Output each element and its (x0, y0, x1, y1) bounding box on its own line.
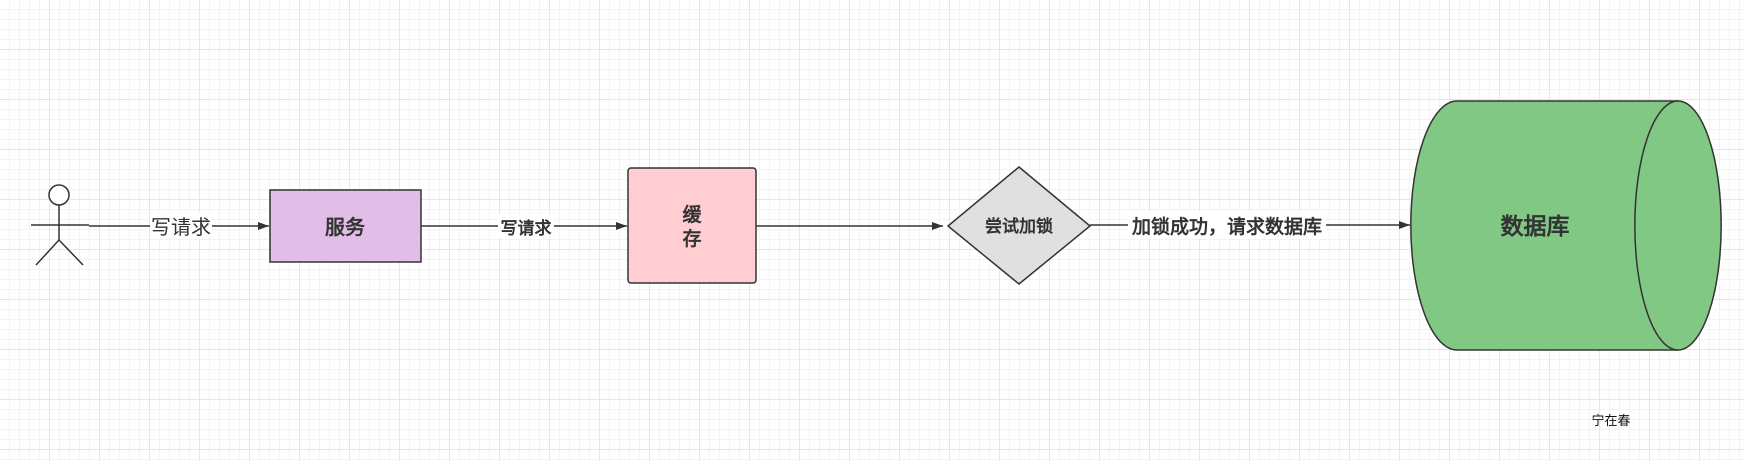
try-lock-label: 尝试加锁 (985, 216, 1053, 237)
edge-label-bg (1128, 211, 1326, 239)
try-lock-decision-node[interactable]: 尝试加锁 (946, 166, 1092, 285)
cache-node[interactable]: 缓 存 (627, 167, 757, 284)
cache-label-line1: 缓 (682, 203, 702, 226)
database-label: 数据库 (1501, 214, 1570, 240)
edge-label-bg (150, 212, 212, 238)
service-label: 服务 (325, 215, 366, 239)
database-node[interactable]: 数据库 (1410, 100, 1722, 351)
edge-label-lock-success: 加锁成功，请求数据库 (1131, 215, 1322, 238)
edge-lock-to-database[interactable]: 加锁成功，请求数据库 (1090, 211, 1410, 239)
watermark-text: 宁在春 (1591, 413, 1630, 429)
edge-label-write-request-2: 写请求 (501, 218, 552, 239)
user-actor-icon[interactable] (31, 184, 89, 266)
edge-label-write-request-1: 写请求 (151, 215, 211, 239)
edge-actor-to-service[interactable]: 写请求 (89, 212, 269, 239)
service-node[interactable]: 服务 (269, 189, 422, 263)
edge-label-bg (498, 214, 554, 238)
cache-label-line2: 存 (682, 227, 701, 250)
edge-service-to-cache[interactable]: 写请求 (421, 214, 627, 239)
